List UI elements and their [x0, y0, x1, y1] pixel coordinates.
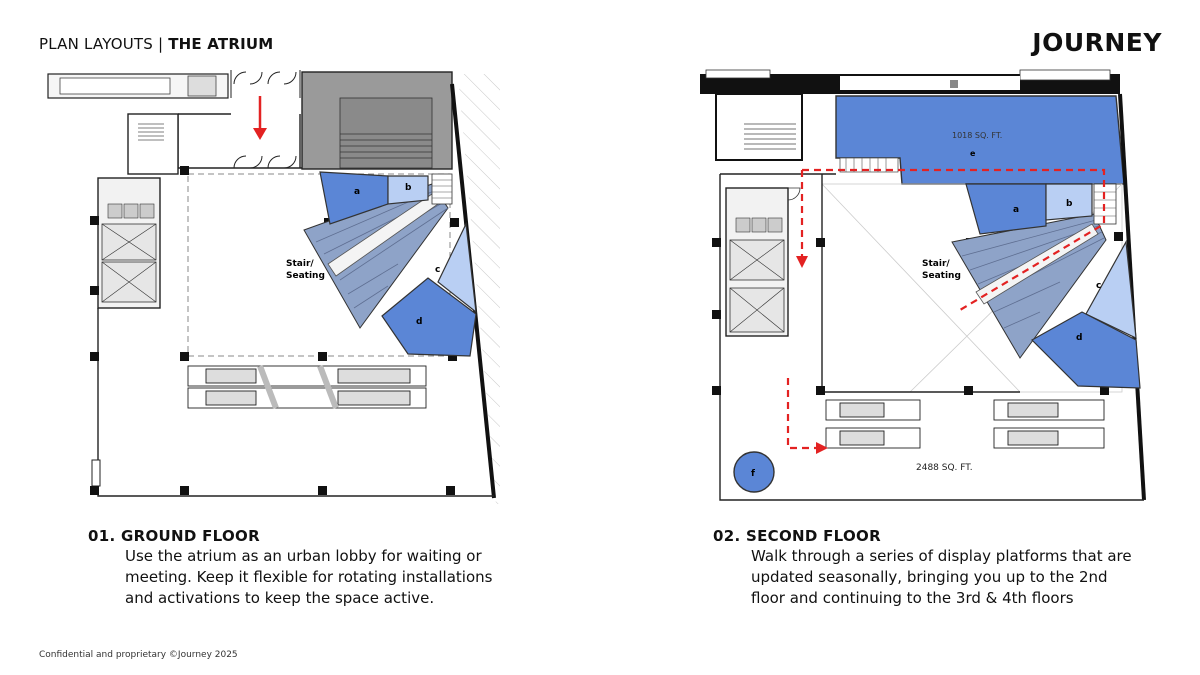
ground-stair-label-line2: Seating — [286, 271, 325, 281]
page-section-title: THE ATRIUM — [168, 35, 274, 53]
ground-stair-label-line1: Stair/ — [286, 259, 314, 269]
ground-entry-doors — [230, 70, 301, 169]
second-floor-description: Walk through a series of display platfor… — [751, 547, 1132, 607]
second-zone-f — [733, 451, 775, 493]
ground-zone-c-label: c — [435, 265, 440, 275]
ground-zone-b — [387, 175, 429, 205]
second-zone-f-label: f — [751, 469, 755, 479]
second-circulation-path — [786, 168, 1106, 450]
ground-floor-outline — [97, 308, 494, 497]
ground-floor-description: Use the atrium as an urban lobby for wai… — [125, 547, 493, 607]
ground-floor-heading: 01. GROUND FLOOR — [88, 527, 260, 545]
second-zone-e-label: e — [970, 149, 976, 158]
ground-stair-core — [127, 113, 179, 175]
second-zone-c — [1085, 240, 1137, 340]
ground-zone-b-label: b — [405, 183, 412, 193]
page-section-label: PLAN LAYOUTS | — [39, 35, 164, 53]
second-zone-a — [965, 183, 1047, 235]
ground-zone-c — [437, 221, 477, 314]
page-title: PLAN LAYOUTS | THE ATRIUM — [39, 35, 273, 53]
second-zone-d-label: d — [1076, 333, 1082, 343]
ground-zone-a-label: a — [354, 187, 360, 197]
second-floor-plan: 1018 SQ. FT. e — [700, 69, 1146, 501]
second-floor-outline — [719, 173, 1144, 501]
ground-floor-plan: a b c d Stair/ Seating — [47, 70, 500, 504]
second-area-main: 2488 SQ. FT. — [916, 463, 973, 473]
journey-logo: JOURNEY — [1032, 28, 1162, 57]
second-path-arrow-down — [796, 256, 808, 268]
ground-entry-arrow — [253, 96, 267, 140]
second-stair-label-line1: Stair/ — [922, 259, 950, 269]
footer-confidential: Confidential and proprietary ©Journey 20… — [39, 650, 238, 660]
second-path-arrow-right — [816, 442, 828, 454]
second-area-upper: 1018 SQ. FT. — [952, 131, 1002, 140]
ground-zone-d-label: d — [416, 317, 422, 327]
ground-exterior-hatch — [458, 74, 500, 504]
second-floor-heading: 02. SECOND FLOOR — [713, 527, 881, 545]
second-escalators — [825, 399, 1105, 449]
ground-escalators — [187, 364, 427, 410]
second-zone-d — [1031, 311, 1141, 389]
second-zone-b-label: b — [1066, 199, 1073, 209]
second-zone-c-label: c — [1096, 281, 1101, 291]
second-zone-b — [1045, 183, 1093, 221]
second-stair-label-line2: Seating — [922, 271, 961, 281]
ground-zone-d — [381, 277, 477, 357]
second-stair-core — [715, 93, 803, 161]
second-zone-a-label: a — [1013, 205, 1019, 215]
